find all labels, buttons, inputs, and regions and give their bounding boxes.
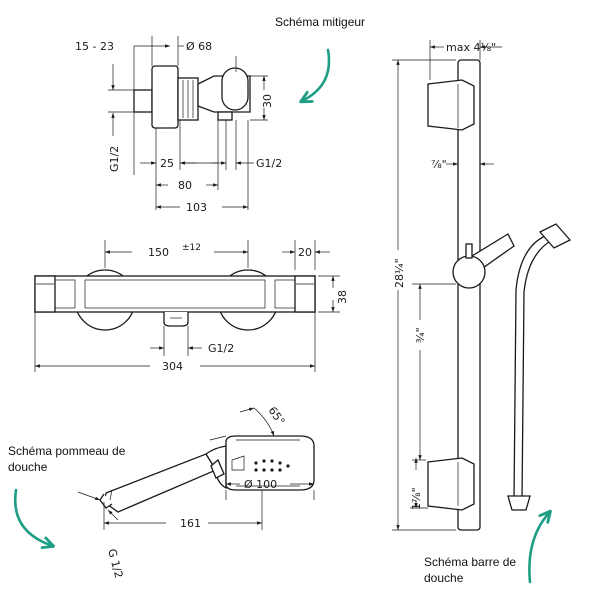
shower-bar-view: [427, 59, 515, 531]
pointer-arrow-handshower: [13, 488, 50, 545]
caption-bar-line1: Schéma barre de: [424, 555, 516, 569]
dim-65-deg: 65°: [266, 404, 288, 427]
dim-g12-side-left: G1/2: [108, 146, 121, 172]
mixer-side-escutcheon: [151, 65, 179, 129]
handshower-view: [99, 435, 315, 513]
shower-hose-bottom-nut: [507, 495, 531, 511]
pointer-arrow-bar: [528, 514, 548, 584]
dim-28-1-4: 28¼": [393, 258, 406, 288]
shower-bar-rail: [457, 59, 481, 531]
dim-150-tolerance: ±12: [182, 243, 201, 253]
mixer-side-inlet: [133, 89, 153, 113]
handshower-handle: [103, 453, 217, 513]
shower-bar-slider: [452, 255, 486, 289]
mixer-front-outlet: [163, 312, 189, 327]
dim-30: 30: [261, 94, 274, 108]
dim-38: 38: [336, 290, 349, 304]
caption-bar-line2: douche: [424, 571, 464, 585]
shower-hose-top-nut: [538, 223, 572, 249]
dim-7-8: ⅞": [431, 158, 447, 171]
shower-bar-top-bracket: [427, 79, 475, 131]
mixer-front-body: [34, 275, 316, 313]
pointer-arrow-mixer: [304, 48, 331, 100]
mixer-side-outlet: [217, 111, 233, 121]
dim-15-23: 15 - 23: [75, 40, 114, 53]
handshower-head: [225, 435, 315, 491]
handshower-nozzles: [254, 459, 290, 472]
handshower-button: [210, 458, 225, 479]
dim-max-4-1-8: max 4⅛": [446, 41, 496, 54]
mixer-side-dimensions: 15 - 23 Ø 68 30 G1/2 25 G1/2 80 103: [75, 36, 282, 214]
dim-g12-handshower: G 1/2: [105, 547, 125, 579]
dim-304: 304: [162, 360, 183, 373]
dim-3-4: ¾": [414, 327, 427, 343]
shower-bar-dimensions: max 4⅛" ⅞" 28¼" ¾" 1⅞": [392, 40, 502, 531]
dim-161: 161: [180, 517, 201, 530]
dim-g12-side-right: G1/2: [256, 157, 282, 170]
dim-80: 80: [178, 179, 192, 192]
shower-bar-bottom-bracket: [427, 457, 475, 511]
dim-g12-front: G1/2: [208, 342, 234, 355]
dim-150: 150: [148, 246, 169, 259]
dim-25: 25: [160, 157, 174, 170]
dim-100: Ø 100: [244, 478, 277, 491]
caption-handshower-line2: douche: [8, 460, 48, 474]
mixer-side-view: [133, 56, 251, 129]
dim-103: 103: [186, 201, 207, 214]
dim-68: Ø 68: [186, 40, 212, 53]
caption-mixer: Schéma mitigeur: [275, 15, 365, 29]
mixer-front-knob-right: [294, 275, 316, 313]
shower-hose: [507, 223, 572, 511]
mixer-front-dimensions: 150 ±12 20 38 G1/2 304: [34, 240, 349, 373]
mixer-front-view: [34, 269, 316, 331]
mixer-front-knob-left: [34, 275, 56, 313]
dim-20: 20: [298, 246, 312, 259]
handshower-connector: [99, 493, 113, 509]
dim-1-7-8: 1⅞": [410, 487, 423, 510]
shower-bar-slider-knob: [465, 243, 473, 259]
mixer-side-handle: [221, 67, 249, 111]
caption-handshower-line1: Schéma pommeau de: [8, 444, 126, 458]
